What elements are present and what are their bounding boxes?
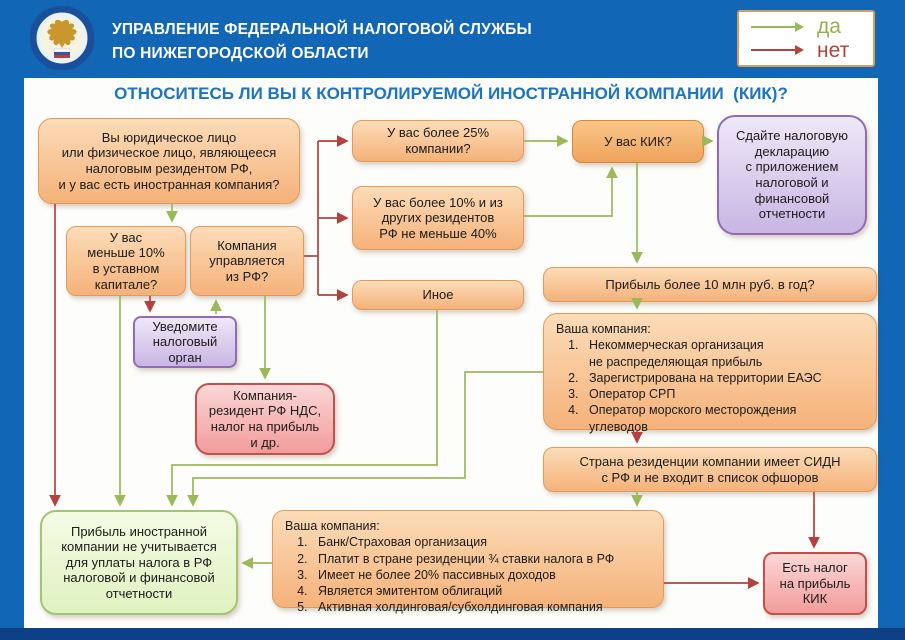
double-eagle-icon bbox=[47, 19, 77, 48]
fns-emblem-icon bbox=[30, 6, 94, 70]
legend: да нет bbox=[737, 10, 875, 67]
node-question-kik: У вас КИК? bbox=[572, 120, 704, 163]
legend-yes-row: да bbox=[749, 16, 863, 38]
node-company-active-list: Ваша компания: Банк/Страховая организаци… bbox=[272, 510, 664, 614]
list-title: Ваша компания: bbox=[556, 322, 651, 336]
node-company-resident-rf: Компания- резидент РФ НДС, налог на приб… bbox=[195, 383, 335, 455]
node-company-exempt-list: Ваша компания: Некоммерческая организаци… bbox=[543, 313, 877, 434]
node-question-profit-10mln: Прибыль более 10 млн руб. в год? bbox=[543, 267, 877, 302]
list-item: Активная холдинговая/субхолдинговая комп… bbox=[311, 599, 614, 615]
arrow-right-red-icon bbox=[751, 45, 804, 56]
org-name: УПРАВЛЕНИЕ ФЕДЕРАЛЬНОЙ НАЛОГОВОЙ СЛУЖБЫ … bbox=[112, 18, 532, 66]
node-question-more-10-and-40-percent: У вас более 10% и из других резидентов Р… bbox=[352, 186, 524, 250]
list-item: Оператор СРП bbox=[582, 386, 822, 402]
org-name-line2: ПО НИЖЕГОРОДСКОЙ ОБЛАСТИ bbox=[112, 45, 369, 63]
legend-no-row: нет bbox=[749, 40, 863, 62]
node-question-managed-from-rf: Компания управляется из РФ? bbox=[190, 226, 304, 296]
org-name-line1: УПРАВЛЕНИЕ ФЕДЕРАЛЬНОЙ НАЛОГОВОЙ СЛУЖБЫ bbox=[112, 21, 532, 38]
legend-yes-label: да bbox=[817, 15, 841, 39]
list-item: Зарегистрирована на территории ЕАЭС bbox=[582, 370, 822, 386]
header: УПРАВЛЕНИЕ ФЕДЕРАЛЬНОЙ НАЛОГОВОЙ СЛУЖБЫ … bbox=[0, 0, 905, 78]
active-list: Банк/Страховая организацияПлатит в стран… bbox=[285, 534, 614, 615]
node-notify-tax-authority: Уведомите налоговый орган bbox=[133, 316, 237, 368]
exempt-list: Некоммерческая организация не распределя… bbox=[556, 337, 822, 435]
node-question-less-10-percent: У вас меньше 10% в уставном капитале? bbox=[66, 226, 186, 296]
list-item: Является эмитентом облигаций bbox=[311, 583, 614, 599]
node-question-main: Вы юридическое лицо или физическое лицо,… bbox=[38, 118, 300, 204]
node-submit-declaration: Сдайте налоговую декларацию с приложение… bbox=[717, 115, 867, 235]
list-item: Некоммерческая организация не распределя… bbox=[582, 337, 822, 370]
page-title: ОТНОСИТЕСЬ ЛИ ВЫ К КОНТРОЛИРУЕМОЙ ИНОСТР… bbox=[114, 84, 788, 103]
node-question-more-25-percent: У вас более 25% компании? bbox=[352, 120, 524, 162]
list-item: Банк/Страховая организация bbox=[311, 534, 614, 550]
node-other: Иное bbox=[352, 280, 524, 310]
list-item: Платит в стране резиденции ¾ ставки нало… bbox=[311, 551, 614, 567]
node-question-sidn: Страна резиденции компании имеет СИДН с … bbox=[543, 447, 877, 492]
arrow-right-green-icon bbox=[751, 21, 804, 32]
node-result-tax-kik: Есть налог на прибыль КИК bbox=[763, 552, 867, 615]
footer-strip bbox=[0, 628, 905, 640]
legend-no-label: нет bbox=[817, 38, 850, 62]
list-title: Ваша компания: bbox=[285, 519, 380, 533]
node-result-no-tax: Прибыль иностранной компании не учитывае… bbox=[40, 510, 238, 615]
list-item: Имеет не более 20% пассивных доходов bbox=[311, 567, 614, 583]
flag-icon bbox=[53, 48, 71, 58]
list-item: Оператор морского месторождения углеводо… bbox=[582, 402, 822, 435]
